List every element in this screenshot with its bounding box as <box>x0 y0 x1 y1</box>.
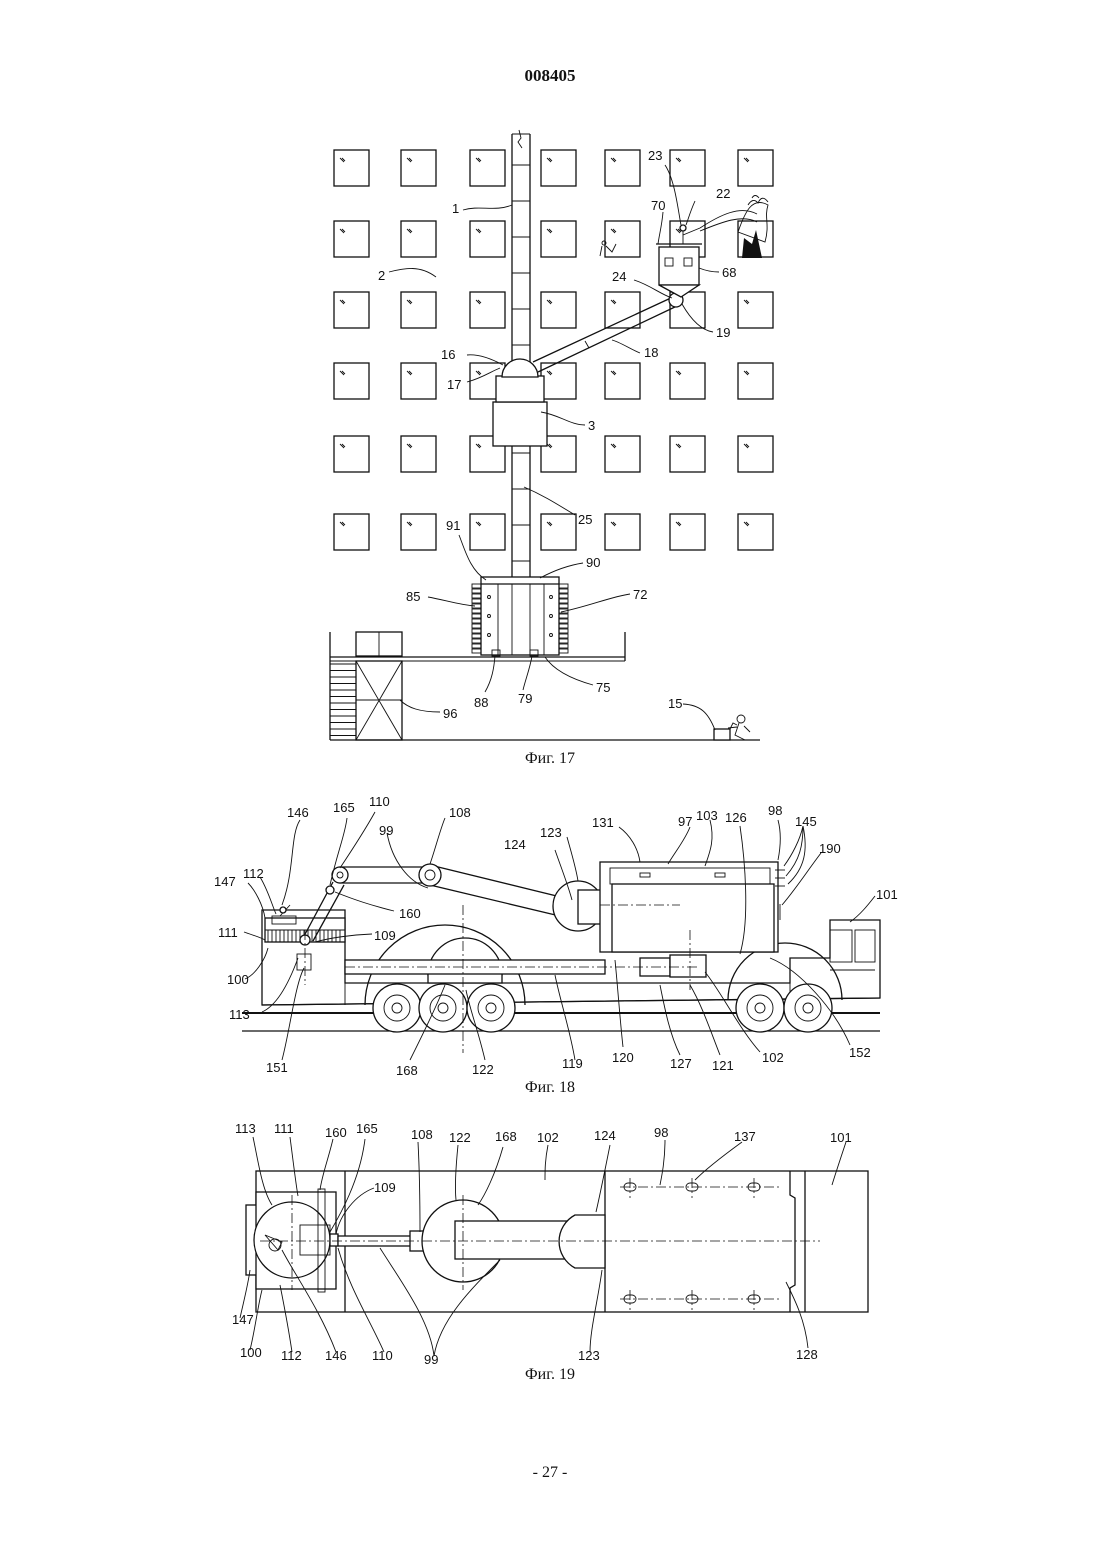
label-146: 146 <box>325 1348 347 1363</box>
label-101: 101 <box>830 1130 852 1145</box>
label-108: 108 <box>411 1127 433 1142</box>
label-112: 112 <box>281 1348 302 1363</box>
label-110: 110 <box>372 1348 393 1363</box>
basket-top-view <box>624 1183 760 1303</box>
label-113: 113 <box>235 1121 256 1136</box>
label-109: 109 <box>374 1180 396 1195</box>
page-number: - 27 - <box>0 1464 1100 1482</box>
label-98: 98 <box>654 1125 668 1140</box>
label-111: 111 <box>274 1121 294 1136</box>
label-99: 99 <box>424 1352 438 1367</box>
label-128: 128 <box>796 1347 818 1362</box>
label-160: 160 <box>325 1125 347 1140</box>
figure-19-drawing: 98 99 100 101 102 108 109 110 111 112 11… <box>0 0 1100 1400</box>
label-100: 100 <box>240 1345 262 1360</box>
label-123: 123 <box>578 1348 600 1363</box>
label-147: 147 <box>232 1312 254 1327</box>
label-124: 124 <box>594 1128 616 1143</box>
turret-top-view <box>246 1189 336 1292</box>
label-165: 165 <box>356 1121 378 1136</box>
label-137: 137 <box>734 1129 756 1144</box>
label-168: 168 <box>495 1129 517 1144</box>
figure-19-caption: Фиг. 19 <box>0 1366 1100 1384</box>
label-102: 102 <box>537 1130 559 1145</box>
label-122: 122 <box>449 1130 471 1145</box>
